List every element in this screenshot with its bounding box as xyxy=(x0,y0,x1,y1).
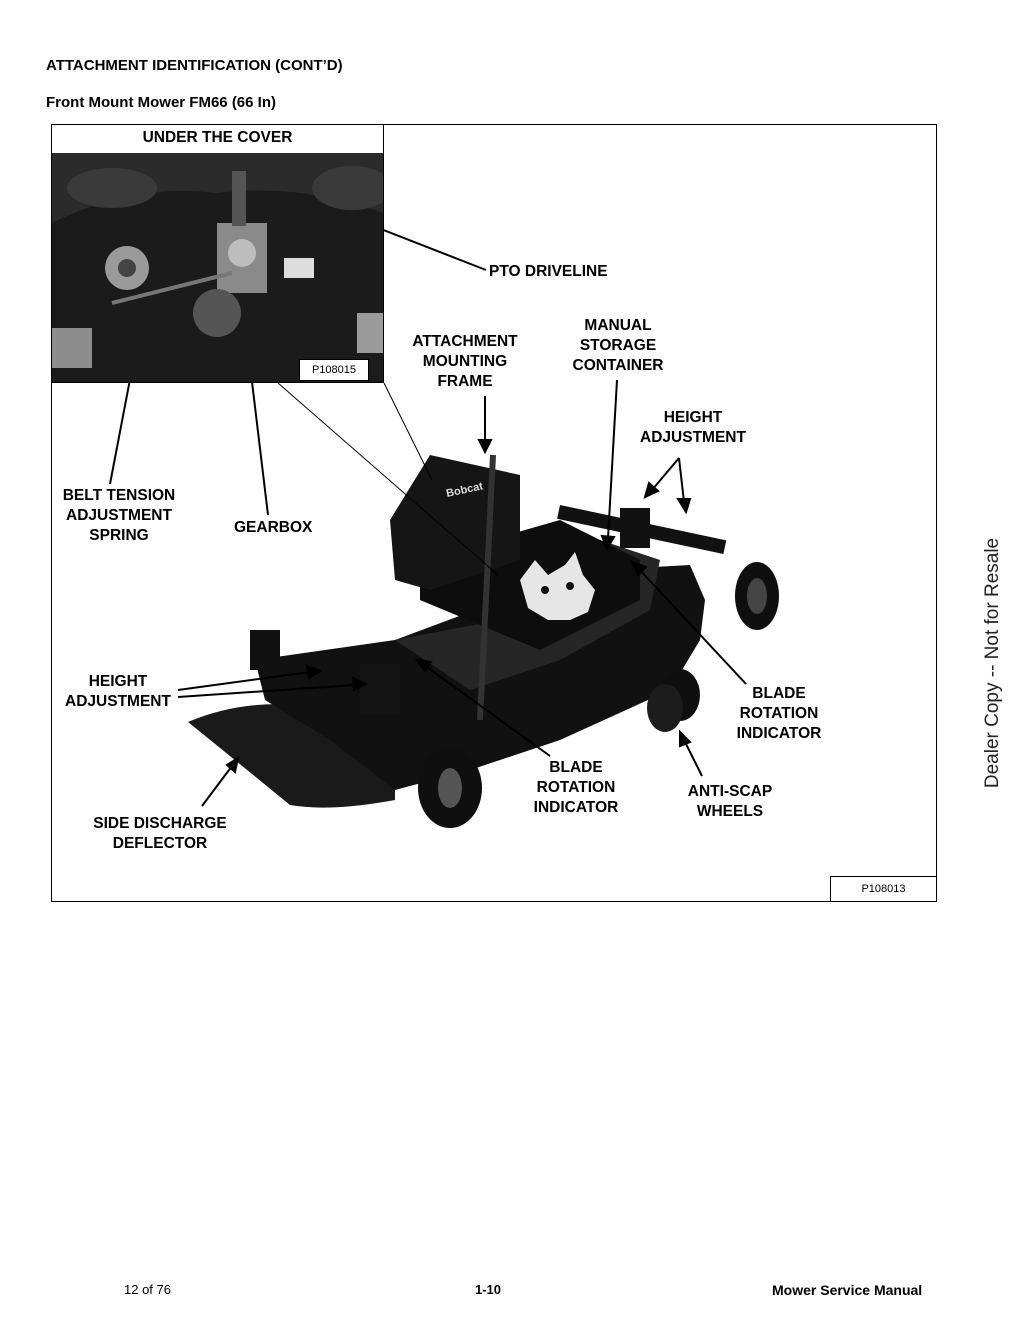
label-anti-scap-wheels: ANTI-SCAP WHEELS xyxy=(687,783,773,820)
label-attachment-mounting-frame: ATTACHMENT MOUNTING FRAME xyxy=(412,333,518,390)
main-figure-code: P108013 xyxy=(830,876,937,902)
label-manual-storage-container: MANUAL STORAGE CONTAINER xyxy=(572,317,664,374)
label-blade-rotation-indicator-center: BLADE ROTATION INDICATOR xyxy=(533,759,619,816)
inset-title: UNDER THE COVER xyxy=(142,129,293,146)
bobcat-head-logo xyxy=(520,552,595,620)
label-blade-rotation-indicator-right: BLADE ROTATION INDICATOR xyxy=(736,685,822,742)
label-pto-driveline: PTO DRIVELINE xyxy=(489,263,608,280)
inset-photo xyxy=(52,153,383,382)
label-height-adjustment-left: HEIGHT ADJUSTMENT xyxy=(65,673,171,710)
label-gearbox: GEARBOX xyxy=(234,519,313,536)
footer-page-count: 12 of 76 xyxy=(124,1282,171,1297)
footer-page-number: 1-10 xyxy=(475,1282,502,1297)
under-the-cover-inset: UNDER THE COVER P108015 xyxy=(51,124,384,383)
label-height-adjustment-right: HEIGHT ADJUSTMENT xyxy=(640,409,746,446)
figure-subtitle: Front Mount Mower FM66 (66 In) xyxy=(46,94,276,111)
section-title: ATTACHMENT IDENTIFICATION (CONT’D) xyxy=(46,57,343,74)
inset-figure-code: P108015 xyxy=(299,359,369,381)
footer-manual-title: Mower Service Manual xyxy=(772,1282,923,1298)
figure-frame xyxy=(51,124,937,902)
dealer-copy-watermark: Dealer Copy -- Not for Resale xyxy=(982,537,1003,789)
label-side-discharge-deflector: SIDE DISCHARGE DEFLECTOR xyxy=(93,815,227,852)
label-belt-tension-spring: BELT TENSION ADJUSTMENT SPRING xyxy=(62,487,176,544)
